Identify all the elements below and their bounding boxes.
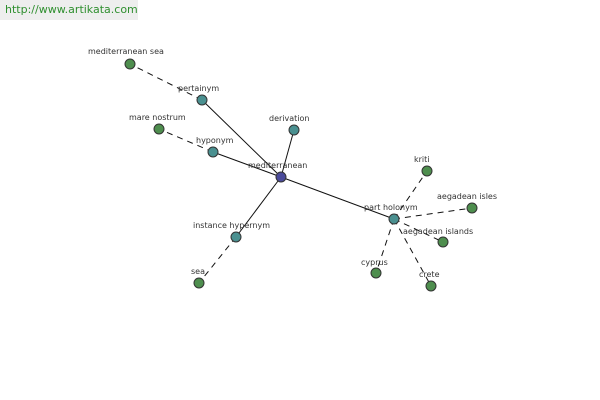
node-part-holonym[interactable] [388,213,400,225]
edge-part-holonym-to-aegadean-islands [393,218,444,243]
node-mediterranean-sea[interactable] [124,58,136,70]
label-sea[interactable]: sea [191,267,205,276]
label-derivation[interactable]: derivation [269,114,309,123]
edge-mediterranean-to-derivation [280,129,295,178]
node-mare-nostrum[interactable] [153,123,165,135]
label-kriti[interactable]: kriti [414,155,430,164]
node-aegadean-islands[interactable] [437,236,449,248]
edge-part-holonym-to-kriti [393,170,428,220]
node-instance-hypernym[interactable] [230,231,242,243]
label-hyponym[interactable]: hyponym [196,136,234,145]
label-cyprus[interactable]: cyprus [361,258,388,267]
node-crete[interactable] [425,280,437,292]
edge-instance-hypernym-to-sea [198,236,237,284]
edge-mediterranean-to-part-holonym [280,176,395,220]
node-mediterranean[interactable] [275,171,287,183]
edge-mediterranean-to-hyponym [212,151,282,178]
label-instance-hypernym[interactable]: instance hypernym [193,221,270,230]
label-mediterranean-sea[interactable]: mediterranean sea [88,47,164,56]
label-mediterranean[interactable]: mediterranean [248,161,307,170]
edge-mediterranean-to-pertainym [201,99,282,178]
node-sea[interactable] [193,277,205,289]
edge-part-holonym-to-aegadean-isles [393,207,473,220]
source-url-link[interactable]: http://www.artikata.com [0,0,138,20]
node-kriti[interactable] [421,165,433,177]
edge-mediterranean-to-instance-hypernym [235,176,282,238]
edge-part-holonym-to-cyprus [375,218,395,274]
label-aegadean-isles[interactable]: aegadean isles [437,192,497,201]
label-mare-nostrum[interactable]: mare nostrum [129,113,186,122]
label-pertainym[interactable]: pertainym [178,84,219,93]
edge-pertainym-to-mediterranean-sea [129,63,203,101]
labels-layer: mediterranean pertainym derivation hyponym i… [88,47,497,279]
node-pertainym[interactable] [196,94,208,106]
node-aegadean-isles[interactable] [466,202,478,214]
nodes-layer [124,58,478,292]
node-cyprus[interactable] [370,267,382,279]
label-crete[interactable]: crete [419,270,440,279]
edge-hyponym-to-mare-nostrum [158,128,214,153]
label-part-holonym[interactable]: part holonym [364,203,418,212]
edges-layer [129,63,473,287]
label-aegadean-islands[interactable]: aegadean islands [403,227,473,236]
node-hyponym[interactable] [207,146,219,158]
edge-part-holonym-to-crete [393,218,432,287]
node-derivation[interactable] [288,124,300,136]
